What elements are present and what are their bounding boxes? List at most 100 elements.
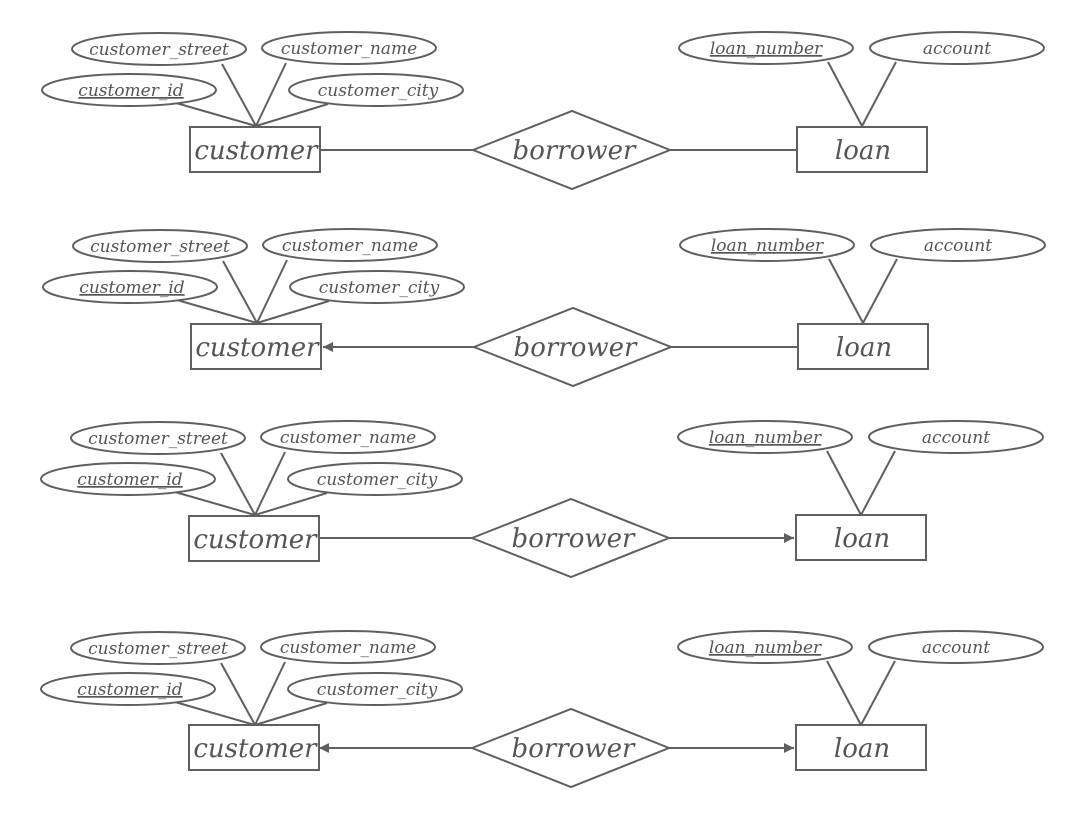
attribute-label: account: [924, 236, 992, 256]
er-diagram-4: customer_street customer_name customer_i…: [40, 630, 1044, 789]
attribute-key-label: customer_id: [79, 278, 185, 298]
attribute-customer-id-key: customer_id: [40, 462, 216, 496]
attribute-customer-city: customer_city: [289, 270, 465, 304]
attribute-customer-street: customer_street: [72, 229, 248, 263]
relationship-borrower: borrower: [469, 497, 672, 579]
attribute-label: account: [922, 428, 990, 448]
attribute-key-label: loan_number: [709, 638, 822, 658]
attr-link-customer-street: [221, 63, 257, 127]
attribute-customer-name: customer_name: [262, 228, 438, 262]
entity-label: customer: [193, 734, 318, 764]
attribute-loan-number-key: loan_number: [677, 630, 853, 664]
attr-link-account: [861, 61, 897, 127]
entity-loan: loan: [795, 514, 927, 561]
attribute-customer-city: customer_city: [287, 462, 463, 496]
attribute-customer-city: customer_city: [287, 672, 463, 706]
attribute-loan-number-key: loan_number: [679, 228, 855, 262]
entity-label: customer: [194, 136, 319, 166]
attribute-customer-city: customer_city: [288, 73, 464, 107]
attr-link-customer-id: [176, 299, 258, 324]
entity-customer: customer: [190, 323, 322, 370]
attr-link-customer-street: [222, 260, 258, 324]
entity-loan: loan: [797, 323, 929, 370]
attr-link-account: [860, 450, 896, 516]
attribute-key-label: loan_number: [709, 428, 822, 448]
attribute-customer-id-key: customer_id: [41, 73, 217, 107]
attribute-customer-street: customer_street: [70, 421, 246, 455]
attribute-customer-id-key: customer_id: [42, 270, 218, 304]
attr-link-loan-number: [828, 258, 864, 324]
entity-loan: loan: [796, 126, 928, 173]
relationship-borrower: borrower: [470, 109, 673, 191]
attr-link-customer-id: [175, 102, 257, 127]
entity-customer: customer: [188, 515, 320, 562]
attr-link-customer-id: [174, 701, 256, 726]
attr-link-customer-street: [220, 452, 256, 516]
entity-label: loan: [836, 333, 892, 363]
attribute-label: customer_name: [282, 236, 418, 256]
relationship-label: borrower: [514, 333, 638, 363]
attribute-key-label: customer_id: [77, 680, 183, 700]
attribute-label: account: [922, 638, 990, 658]
relationship-borrower: borrower: [469, 707, 672, 789]
attr-link-customer-id: [174, 491, 256, 516]
attr-link-customer-city: [255, 103, 329, 127]
relationship-borrower: borrower: [471, 306, 674, 388]
attr-link-customer-city: [256, 300, 330, 324]
attribute-account: account: [868, 420, 1044, 454]
attribute-account: account: [870, 228, 1046, 262]
attr-link-customer-name: [254, 661, 286, 726]
entity-customer: customer: [189, 126, 321, 173]
attribute-label: customer_street: [89, 40, 229, 60]
entity-label: customer: [193, 525, 318, 555]
attribute-label: customer_city: [318, 81, 439, 101]
entity-loan: loan: [795, 724, 927, 771]
attr-link-customer-city: [254, 492, 328, 516]
attribute-label: customer_name: [281, 39, 417, 59]
attribute-label: customer_name: [280, 428, 416, 448]
entity-customer: customer: [188, 724, 320, 771]
attr-link-account: [862, 258, 898, 324]
attribute-label: customer_city: [317, 470, 438, 490]
attribute-key-label: customer_id: [77, 470, 183, 490]
attribute-key-label: loan_number: [710, 39, 823, 59]
attribute-customer-name: customer_name: [260, 420, 436, 454]
attr-link-loan-number: [826, 660, 862, 726]
attr-link-customer-street: [220, 662, 256, 726]
attribute-customer-name: customer_name: [260, 630, 436, 664]
entity-label: loan: [834, 734, 890, 764]
attribute-label: customer_name: [280, 638, 416, 658]
attr-link-customer-name: [255, 62, 287, 127]
attribute-account: account: [868, 630, 1044, 664]
entity-label: customer: [195, 333, 320, 363]
entity-label: loan: [834, 524, 890, 554]
relationship-label: borrower: [512, 524, 636, 554]
er-diagram-3: customer_street customer_name customer_i…: [40, 420, 1044, 579]
attribute-label: customer_city: [319, 278, 440, 298]
attr-link-customer-name: [254, 451, 286, 516]
attribute-customer-street: customer_street: [70, 631, 246, 665]
attribute-key-label: customer_id: [78, 81, 184, 101]
attribute-label: account: [923, 39, 991, 59]
er-diagram-2: customer_street customer_name customer_i…: [42, 228, 1046, 388]
relationship-label: borrower: [512, 734, 636, 764]
er-diagram-1: customer_street customer_name customer_i…: [41, 31, 1045, 191]
attribute-loan-number-key: loan_number: [677, 420, 853, 454]
relationship-label: borrower: [513, 136, 637, 166]
attr-link-loan-number: [826, 450, 862, 516]
attribute-label: customer_street: [88, 639, 228, 659]
attr-link-loan-number: [827, 61, 863, 127]
attribute-key-label: loan_number: [711, 236, 824, 256]
attribute-label: customer_street: [88, 429, 228, 449]
attr-link-customer-name: [256, 259, 288, 324]
attr-link-customer-city: [254, 702, 328, 726]
attr-link-account: [860, 660, 896, 726]
attribute-customer-street: customer_street: [71, 32, 247, 66]
entity-label: loan: [835, 136, 891, 166]
attribute-label: customer_street: [90, 237, 230, 257]
attribute-label: customer_city: [317, 680, 438, 700]
attribute-account: account: [869, 31, 1045, 65]
attribute-customer-id-key: customer_id: [40, 672, 216, 706]
attribute-loan-number-key: loan_number: [678, 31, 854, 65]
